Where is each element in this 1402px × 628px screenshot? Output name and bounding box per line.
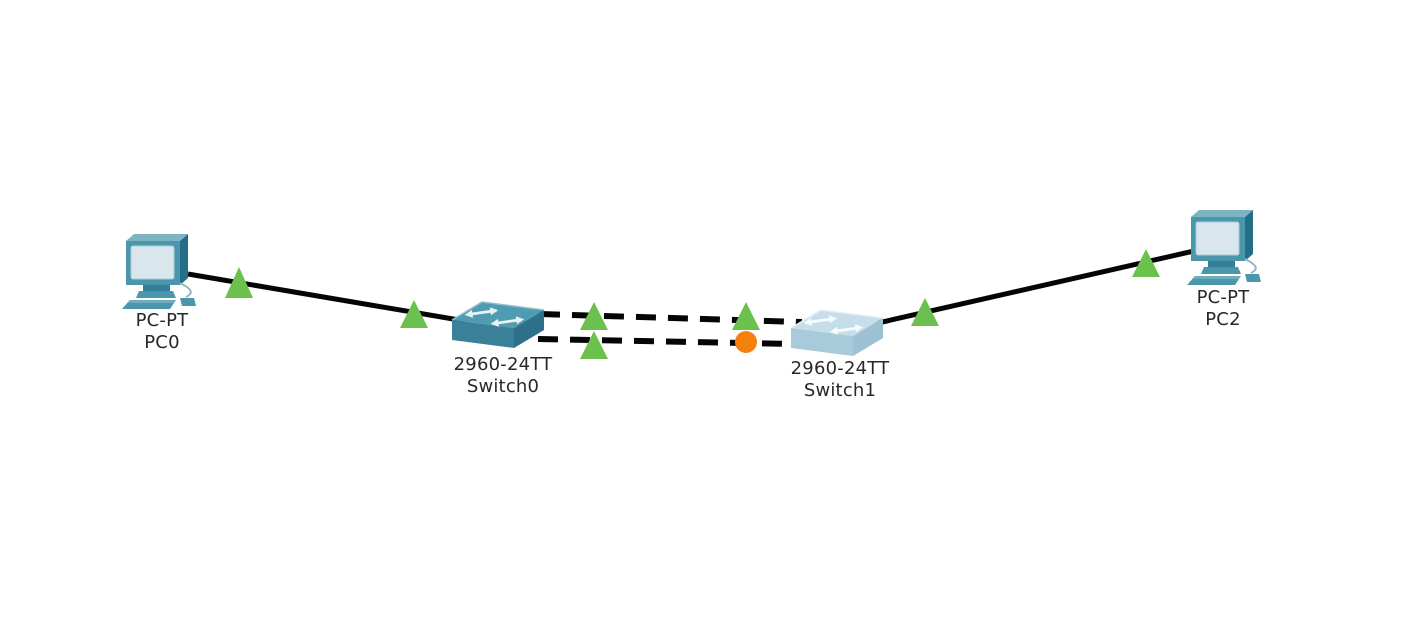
device-label-pc2: PC-PT PC2	[1123, 287, 1323, 331]
device-name-label: PC0	[144, 332, 180, 353]
link-status-up-icon	[1132, 249, 1160, 277]
link-status-up-icon	[580, 302, 608, 330]
switch-icon	[790, 309, 884, 356]
link-status-up-icon	[911, 298, 939, 326]
device-model-label: 2960-24TT	[790, 358, 890, 379]
link-switch0-switch1-top[interactable]	[539, 311, 803, 325]
pc-icon	[1187, 210, 1261, 285]
device-switch1[interactable]: 2960-24TT Switch1	[787, 306, 889, 401]
link-switch0-switch1-bottom[interactable]	[537, 336, 797, 347]
link-status-amber-icon	[735, 331, 757, 353]
link-status-up-icon	[400, 300, 428, 328]
link-status-up-icon	[580, 331, 608, 359]
device-pc2[interactable]: PC-PT PC2	[1183, 207, 1265, 330]
device-name-label: Switch1	[803, 380, 877, 401]
device-label-pc0: PC-PT PC0	[62, 310, 262, 354]
switch-icon	[451, 301, 545, 348]
device-label-switch0: 2960-24TT Switch0	[403, 354, 603, 398]
pc-icon	[122, 234, 196, 309]
device-name-label: Switch0	[466, 376, 540, 397]
device-pc0[interactable]: PC-PT PC0	[118, 231, 200, 353]
link-status-up-icon	[225, 267, 253, 298]
device-model-label: PC-PT	[1196, 287, 1250, 308]
link-status-up-icon	[732, 302, 760, 330]
device-name-label: PC2	[1205, 309, 1241, 330]
device-model-label: PC-PT	[135, 310, 189, 331]
device-model-label: 2960-24TT	[453, 354, 553, 375]
device-switch0[interactable]: 2960-24TT Switch0	[448, 298, 552, 397]
device-label-switch1: 2960-24TT Switch1	[740, 358, 940, 402]
